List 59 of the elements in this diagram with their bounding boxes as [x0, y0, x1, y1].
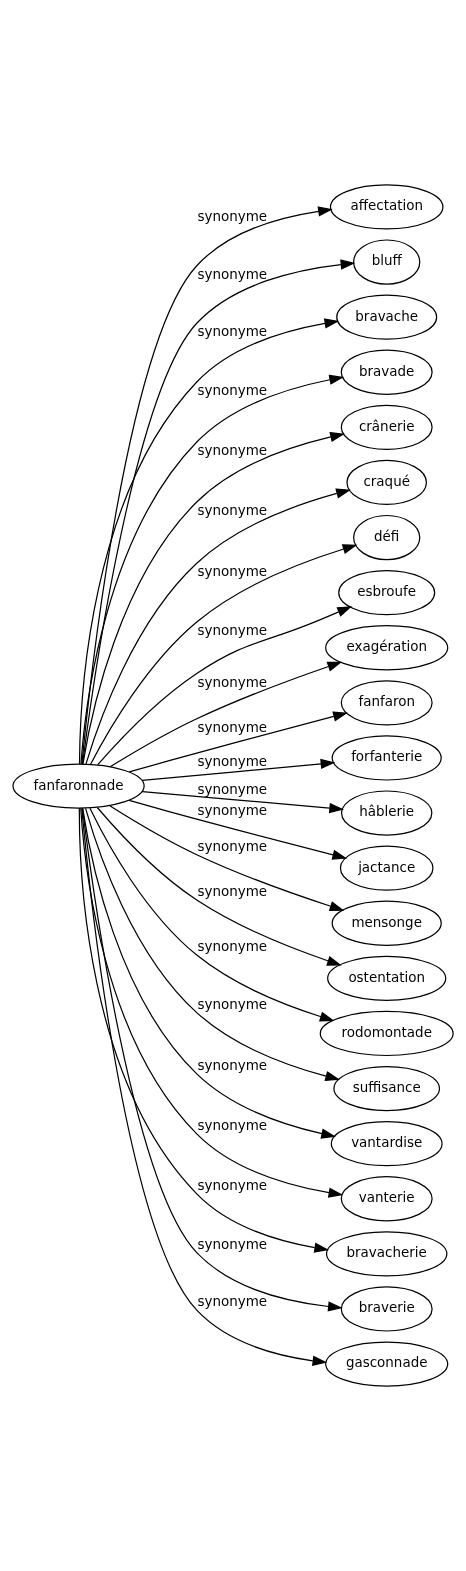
edge-label: synonyme [197, 884, 268, 900]
arrow [109, 661, 343, 768]
edge-label: synonyme [197, 719, 268, 735]
edge-label: synonyme [197, 564, 268, 580]
edge-label: synonyme [197, 803, 268, 819]
node-ellipse: bravache [336, 294, 438, 340]
edge-label: synonyme [197, 324, 268, 340]
edge-label: synonyme [197, 209, 268, 225]
node-ellipse: vantardise [330, 1121, 443, 1167]
node-ellipse: affectation [329, 184, 444, 230]
node-ellipse: bluff [353, 239, 421, 285]
edge-label: synonyme [197, 443, 268, 459]
arrow [89, 807, 335, 1022]
edge-label: synonyme [197, 838, 268, 854]
edge-label: synonyme [197, 1177, 268, 1193]
node-ellipse: jactance [339, 845, 434, 891]
node-ellipse: bravacherie [325, 1231, 448, 1277]
arrow [128, 799, 348, 860]
edge-label: synonyme [197, 782, 268, 798]
edge-label: synonyme [197, 383, 268, 399]
edge-label: synonyme [197, 266, 268, 282]
arrow [81, 259, 356, 765]
arrow [141, 791, 344, 814]
arrow [78, 807, 330, 1253]
edge-label: synonyme [197, 1294, 268, 1310]
edge-label: synonyme [197, 754, 268, 770]
edge-label: synonyme [197, 623, 268, 639]
node-ellipse: craqué [346, 459, 428, 506]
edge-label: synonyme [197, 1057, 268, 1073]
arrow [82, 807, 336, 1139]
edge-label: synonyme [197, 1117, 268, 1133]
node-ellipse: crânerie [340, 404, 433, 450]
node-ellipse: fanfaronnade [12, 763, 145, 809]
arrow [109, 805, 345, 912]
arrow [82, 431, 345, 765]
node-ellipse: suffisance [333, 1065, 441, 1112]
edge-label: synonyme [197, 503, 268, 519]
arrow [81, 206, 333, 765]
arrow [85, 488, 351, 765]
arrow [97, 606, 353, 766]
node-ellipse: fanfaron [340, 680, 433, 726]
node-ellipse: braverie [340, 1286, 433, 1332]
arrow [96, 806, 342, 966]
node-ellipse: bravade [340, 349, 433, 395]
node-ellipse: vanterie [340, 1176, 433, 1222]
edge-label: synonyme [197, 674, 268, 690]
node-ellipse: hâblerie [340, 790, 433, 836]
arrow [90, 544, 358, 765]
arrow [80, 807, 344, 1198]
arrow [128, 711, 348, 773]
node-ellipse: défi [353, 514, 421, 561]
edge-label: synonyme [197, 939, 268, 955]
edge-label: synonyme [197, 1236, 268, 1252]
node-ellipse: mensonge [331, 900, 442, 946]
arrow [141, 758, 336, 781]
edge-label: synonyme [197, 996, 268, 1012]
node-ellipse: gasconnade [325, 1341, 449, 1387]
node-ellipse: forfanterie [331, 735, 442, 781]
arrow [84, 807, 340, 1082]
